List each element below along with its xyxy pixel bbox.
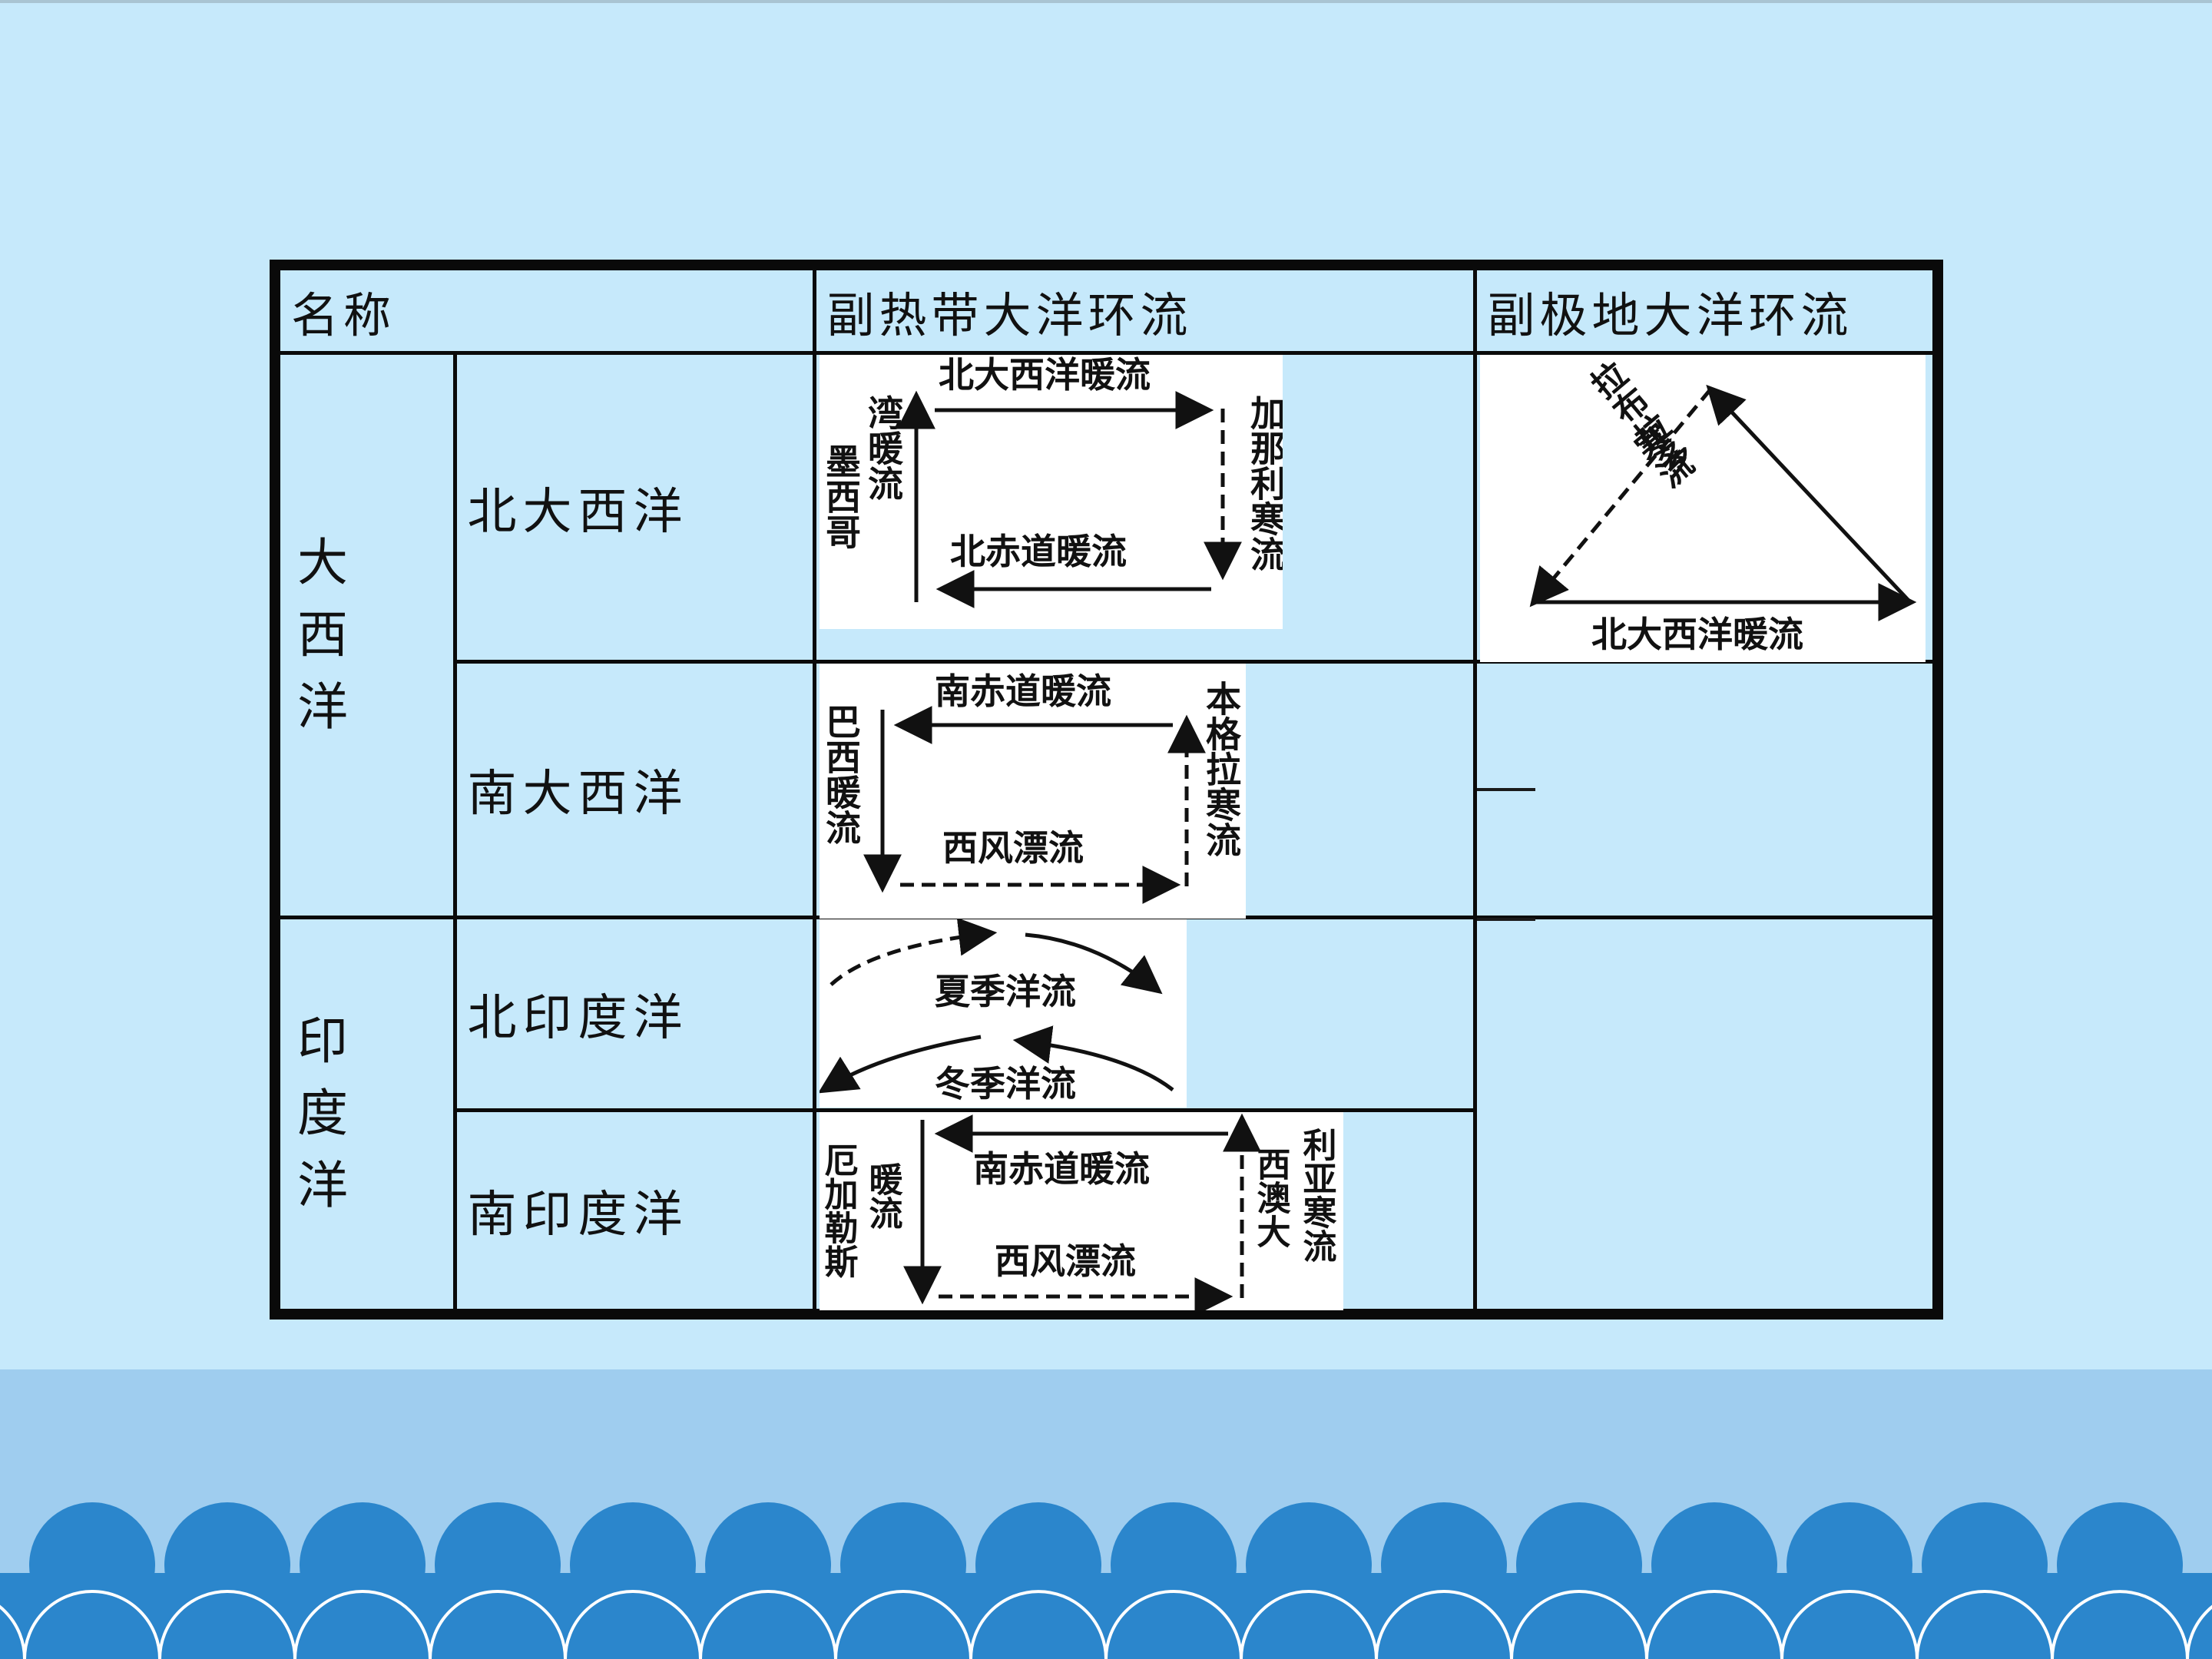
table-row: 南大西洋 南赤道暖流 西风漂流 巴西暖流 本格拉寒流 [275, 659, 1940, 919]
region-cell-south-indian: 南印度洋 [452, 1108, 816, 1316]
summer-arrow-dashed [829, 919, 997, 986]
north-atlantic-subtropical-cell: 北大西洋暖流 北赤道暖流 墨西哥 湾暖流 加那利寒流 [812, 351, 1477, 664]
south-atlantic-subtropical-cell: 南赤道暖流 西风漂流 巴西暖流 本格拉寒流 [812, 659, 1477, 919]
south-equatorial-current-label: 南赤道暖流 [935, 671, 1111, 712]
north-atlantic-subpolar-cell: 拉布拉多 寒流 北大西洋暖流 [1472, 351, 1940, 664]
north-equatorial-current-label: 北赤道暖流 [950, 531, 1127, 572]
north-atlantic-drift-label: 北大西洋暖流 [939, 355, 1151, 396]
header-subtropical-gyre: 副热带大洋环流 [812, 263, 1477, 356]
dash-mark [1476, 787, 1535, 791]
table-header-row: 名称 副热带大洋环流 副极地大洋环流 [273, 263, 1940, 356]
agulhas-current-label-col1: 厄加勒斯 [820, 1143, 859, 1279]
ocean-cell-indian: 印度洋 [273, 915, 457, 1316]
dash-mark [1476, 917, 1535, 921]
winter-arrow-left [819, 1035, 981, 1094]
arrow-drift-north [1705, 385, 1912, 604]
ocean-current-table: 名称 副热带大洋环流 副极地大洋环流 大西洋 北大西洋 北大西洋暖流 北赤道暖流… [270, 260, 1944, 1320]
indian-subpolar-cell [1472, 915, 1940, 1316]
brazil-current-label: 巴西暖流 [820, 704, 862, 845]
north-indian-monsoon-diagram: 夏季洋流 冬季洋流 [819, 919, 1187, 1108]
south-equatorial-current-label: 南赤道暖流 [973, 1148, 1150, 1190]
benguela-current-label: 本格拉寒流 [1200, 680, 1242, 857]
west-wind-drift-label: 西风漂流 [995, 1240, 1136, 1282]
north-atlantic-subpolar-diagram: 拉布拉多 寒流 北大西洋暖流 [1479, 355, 1926, 663]
arrow-labrador-dashed [1529, 388, 1712, 608]
canary-current-label: 加那利寒流 [1245, 395, 1283, 571]
north-indian-subtropical-cell: 夏季洋流 冬季洋流 [812, 915, 1477, 1112]
ocean-cell-atlantic: 大西洋 [273, 351, 457, 919]
west-australian-current-label-col1: 西澳大 [1250, 1147, 1290, 1248]
summer-current-label: 夏季洋流 [935, 971, 1076, 1012]
north-atlantic-gyre-diagram: 北大西洋暖流 北赤道暖流 墨西哥 湾暖流 加那利寒流 [819, 355, 1283, 630]
summer-arrow [1025, 932, 1163, 994]
south-indian-subtropical-cell: 厄加勒斯 暖流 南赤道暖流 西风漂流 西澳大 利亚寒流 [812, 1108, 1477, 1316]
header-name: 名称 [273, 263, 816, 356]
table-row: 大西洋 北大西洋 北大西洋暖流 北赤道暖流 墨西哥 湾暖流 加那利寒流 [273, 351, 1940, 919]
gulf-stream-label-col1: 墨西哥 [820, 443, 862, 549]
table-row: 印度洋 北印度洋 夏季洋流 冬季洋流 [273, 915, 1940, 1316]
west-wind-drift-label: 西风漂流 [942, 827, 1084, 869]
wave-decoration [0, 1502, 2212, 1659]
gulf-stream-label-col2: 湾暖流 [863, 395, 904, 501]
header-subpolar-gyre: 副极地大洋环流 [1472, 263, 1940, 356]
table-row: 南印度洋 厄加勒斯 暖流 南赤道暖流 西风漂流 西澳大 利亚寒流 [275, 1108, 1938, 1316]
west-australian-current-label-col2: 利亚寒流 [1296, 1127, 1336, 1262]
region-cell-north-indian: 北印度洋 [452, 915, 816, 1112]
south-atlantic-gyre-diagram: 南赤道暖流 西风漂流 巴西暖流 本格拉寒流 [819, 663, 1246, 919]
south-atlantic-subpolar-cell [1472, 659, 1940, 919]
agulhas-current-label-col2: 暖流 [863, 1161, 902, 1229]
region-cell-north-atlantic: 北大西洋 [452, 351, 816, 664]
region-cell-south-atlantic: 南大西洋 [452, 659, 816, 919]
north-atlantic-drift-polar-label: 北大西洋暖流 [1591, 614, 1803, 655]
south-indian-gyre-diagram: 厄加勒斯 暖流 南赤道暖流 西风漂流 西澳大 利亚寒流 [819, 1111, 1343, 1310]
top-border-line [0, 0, 2212, 3]
winter-current-label: 冬季洋流 [935, 1063, 1076, 1104]
winter-arrow-right [1012, 1025, 1174, 1091]
